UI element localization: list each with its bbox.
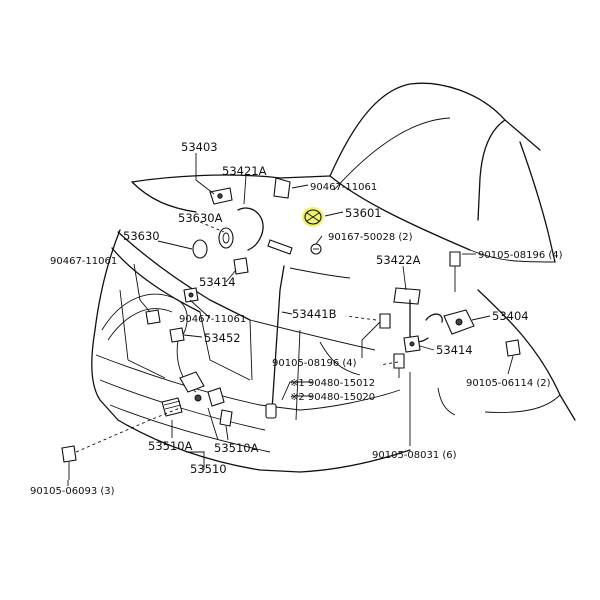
part-53630-cushion (192, 239, 208, 259)
label-90467-11061-mid: 90467-11061 (179, 314, 246, 325)
label-53601: 53601 (345, 206, 382, 220)
part-latch-assembly (161, 371, 233, 427)
label-53630: 53630 (123, 229, 160, 243)
part-53421a-lock-lever (237, 177, 291, 251)
car-body-outline (91, 82, 576, 473)
part-90105-06114-bolt (505, 339, 521, 357)
label-53421a: 53421A (222, 164, 267, 178)
label-53441b: 53441B (292, 307, 337, 321)
leader-lines (67, 153, 514, 486)
part-90105-08031-bolt (393, 353, 405, 378)
label-90467-11061-left: 90467-11061 (50, 256, 117, 267)
part-53422a-bracket (393, 287, 443, 343)
label-90467-11061-top: 90467-11061 (310, 182, 377, 193)
label-53510a-left: 53510A (148, 439, 193, 453)
label-53422a: 53422A (376, 253, 421, 267)
part-90105-06093-bolt (61, 445, 77, 480)
label-53452: 53452 (204, 331, 241, 345)
label-90105-06114: 90105-06114 (2) (466, 378, 551, 389)
label-53414-right: 53414 (436, 343, 473, 357)
label-53510: 53510 (190, 462, 227, 476)
part-53414-right-bracket (403, 335, 421, 353)
hood-support-rod (265, 265, 351, 419)
part-53452-clip (169, 327, 185, 343)
label-90105-08031: 90105-08031 (6) (372, 450, 457, 461)
part-53404-hinge (443, 309, 475, 335)
label-53510a-right: 53510A (214, 441, 259, 455)
label-90105-08196-right: 90105-08196 (4) (478, 250, 563, 261)
label-53630a: 53630A (178, 211, 223, 225)
part-left-fastener (145, 309, 161, 325)
part-53414-left-bracket (233, 257, 249, 275)
part-90105-08196-bolt (379, 251, 461, 329)
label-53414-left: 53414 (199, 275, 236, 289)
part-labels: 53403 53421A 90467-11061 53601 53630A 53… (30, 140, 563, 497)
label-90167-50028: 90167-50028 (2) (328, 232, 413, 243)
label-90480-15020: ※2 90480-15020 (290, 392, 375, 403)
part-53630a-seal (218, 227, 293, 255)
part-53403-hinge (209, 187, 233, 205)
label-90105-06093: 90105-06093 (3) (30, 486, 115, 497)
label-53404: 53404 (492, 309, 529, 323)
label-53403: 53403 (181, 140, 218, 154)
part-53414-mid-clip (183, 287, 199, 303)
label-90480-15012: ※1 90480-15012 (290, 378, 375, 389)
label-90105-08196-mid: 90105-08196 (4) (272, 358, 357, 369)
part-90167-50028-clip (310, 243, 322, 255)
part-53601-highlighted (302, 207, 324, 227)
